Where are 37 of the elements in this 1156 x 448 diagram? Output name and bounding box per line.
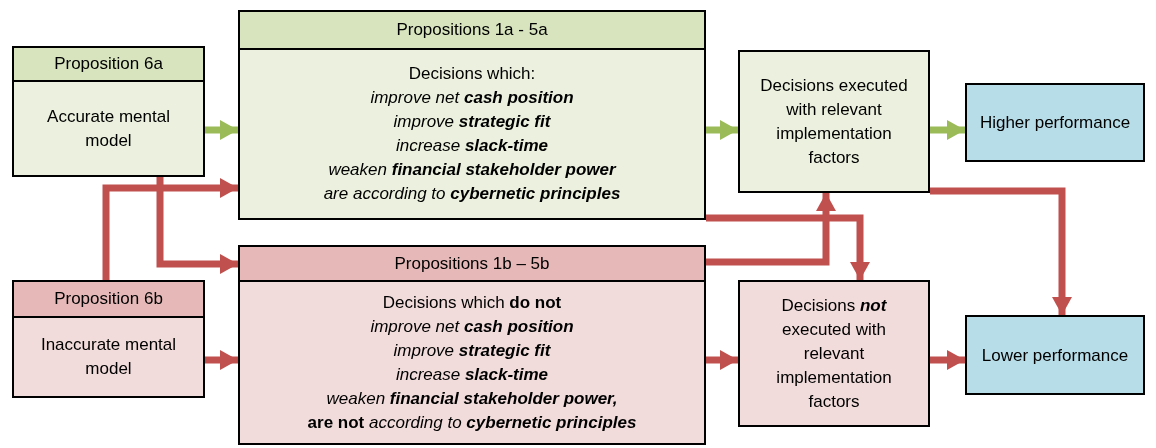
arrow <box>102 178 238 280</box>
arrow <box>706 350 738 370</box>
box-text: Decisions not executed with relevant implementation factors <box>775 294 893 413</box>
body-text: improve net cash position <box>370 87 574 109</box>
body-text: Decisions which: <box>408 63 536 85</box>
body-text: improve net cash position <box>370 315 574 338</box>
body-text: are not according to cybernetic principles <box>307 411 637 434</box>
body-text: are according to cybernetic principles <box>323 183 621 205</box>
heading-text: Propositions 1b – 5b <box>394 252 550 275</box>
process-box <box>965 315 1145 395</box>
body-text: improve strategic fit <box>393 111 551 133</box>
body-text: increase slack-time <box>395 135 549 157</box>
arrow <box>706 120 738 140</box>
box-text: Higher performance <box>979 112 1131 134</box>
body-text: Accurate mental model <box>46 105 171 152</box>
arrow <box>930 120 965 140</box>
arrow <box>930 350 965 370</box>
arrow <box>205 350 238 370</box>
process-box <box>965 83 1145 162</box>
body-text: Decisions which do not <box>382 291 562 314</box>
heading-text: Proposition 6a <box>54 53 163 75</box>
body-text: weaken financial stakeholder power, <box>326 387 618 410</box>
body-text: improve strategic fit <box>393 339 551 362</box>
heading-text: Proposition 6b <box>54 288 163 310</box>
arrow <box>156 177 238 274</box>
arrow <box>706 193 836 266</box>
arrow <box>930 187 1072 315</box>
arrow <box>706 214 870 280</box>
body-text: weaken financial stakeholder power <box>328 159 616 181</box>
arrow <box>205 120 238 140</box>
process-box <box>738 50 930 193</box>
box-text: Lower performance <box>981 344 1129 367</box>
body-text: increase slack-time <box>395 363 549 386</box>
body-text: Inaccurate mental model <box>39 334 178 380</box>
process-box <box>738 280 930 427</box>
heading-text: Propositions 1a - 5a <box>396 19 548 41</box>
box-text: Decisions executed with relevant implementation factors <box>759 74 909 169</box>
